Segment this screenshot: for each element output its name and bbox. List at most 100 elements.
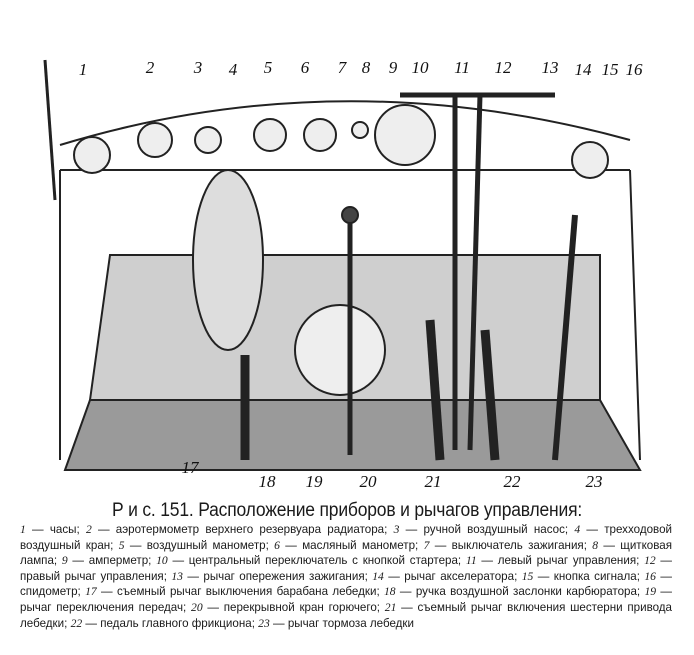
speedometer: [571, 141, 609, 179]
legend-item: 13 — рычаг опережения зажигания;: [171, 569, 368, 583]
figure-title: Р и с. 151. Расположение приборов и рыча…: [111, 500, 583, 521]
legend-number: 16: [644, 569, 656, 583]
legend-text: перекрывной кран горючего;: [223, 600, 381, 614]
callout-1: 1: [78, 60, 88, 79]
legend-text: педаль главного фрикциона;: [100, 616, 255, 630]
legend-text: рычаг переключения передач;: [20, 600, 187, 614]
legend-text: щитковая лампа;: [20, 538, 673, 568]
legend-item: 2 — аэротермометр верхнего резервуара ра…: [85, 523, 388, 536]
legend-number: 1: [20, 523, 26, 536]
legend-item: 9 — амперметр;: [61, 554, 152, 568]
legend-item: 23 — рычаг тормоза лебедки: [258, 616, 414, 630]
callout-6: 6: [300, 58, 310, 77]
legend-number: 6: [274, 538, 280, 552]
legend-number: 19: [644, 585, 657, 599]
callout-16: 16: [625, 60, 643, 79]
legend-text: масляный манометр;: [302, 538, 419, 552]
clock: [73, 136, 111, 174]
air-pump: [194, 126, 222, 154]
legend-number: 3: [393, 523, 400, 536]
legend-text: спидометр;: [20, 585, 81, 599]
legend-item: 5 — воздушный манометр;: [118, 538, 269, 552]
callout-2: 2: [145, 58, 155, 77]
callout-18: 18: [258, 472, 276, 491]
legend-item: 4 — трехходовой воздушный кран;: [20, 523, 672, 552]
legend-item: 21 — съемный рычаг включения шестерни пр…: [20, 600, 673, 630]
legend-item: 6 — масляный манометр;: [274, 538, 419, 552]
legend-item: 11 — левый рычаг управления;: [465, 554, 640, 568]
legend-text: рычаг акселератора;: [404, 569, 518, 583]
callout-19: 19: [305, 472, 323, 491]
figure-legend: 1 — часы; 2 — аэротермометр верхнего рез…: [20, 522, 672, 631]
legend-number: 13: [171, 569, 183, 583]
callout-15: 15: [601, 60, 619, 79]
legend-item: 12 — правый рычаг управления;: [20, 554, 672, 583]
callout-13: 13: [541, 58, 559, 77]
legend-number: 17: [85, 585, 97, 599]
aerothermometer: [137, 122, 173, 158]
legend-text: кнопка сигнала;: [553, 569, 640, 583]
callout-5: 5: [263, 58, 273, 77]
legend-text: ручка воздушной заслонки карбюратора;: [415, 585, 641, 599]
callout-11: 11: [454, 58, 470, 77]
legend-item: 1 — часы;: [20, 523, 80, 536]
legend-item: 17 — съемный рычаг выключения барабана л…: [85, 585, 380, 599]
callout-21: 21: [424, 472, 442, 491]
callout-22: 22: [503, 472, 521, 491]
legend-number: 15: [521, 569, 534, 583]
callout-20: 20: [359, 472, 377, 491]
legend-text: воздушный манометр;: [146, 538, 269, 552]
legend-number: 21: [384, 600, 397, 614]
callout-9: 9: [388, 58, 398, 77]
legend-number: 9: [61, 554, 68, 568]
ignition-switch: [351, 121, 369, 139]
legend-number: 7: [423, 538, 430, 552]
legend-text: съемный рычаг включения шестерни привода…: [20, 600, 673, 630]
legend-text: аэротермометр верхнего резервуара радиат…: [115, 523, 388, 536]
legend-text: ручной воздушный насос;: [423, 523, 569, 536]
legend-text: центральный переключатель с кнопкой стар…: [188, 554, 462, 568]
legend-number: 22: [70, 616, 83, 630]
legend-text: съемный рычаг выключения барабана лебедк…: [116, 585, 380, 599]
legend-number: 10: [156, 554, 168, 568]
legend-number: 2: [85, 523, 92, 536]
legend-item: 18 — ручка воздушной заслонки карбюратор…: [384, 585, 641, 599]
legend-item: 20 — перекрывной кран горючего;: [191, 600, 381, 614]
legend-item: 8 — щитковая лампа;: [20, 538, 673, 568]
callout-23: 23: [585, 472, 603, 491]
central-switch: [374, 104, 436, 166]
cab-drawing: [43, 59, 642, 471]
legend-text: выключатель зажигания;: [451, 538, 587, 552]
legend-number: 12: [644, 554, 656, 568]
legend-number: 8: [592, 538, 599, 552]
legend-number: 18: [384, 585, 396, 599]
legend-item: 7 — выключатель зажигания;: [423, 538, 587, 552]
callout-17: 17: [181, 458, 199, 477]
callout-4: 4: [228, 60, 238, 79]
cab-controls-illustration: 1 2 3 4 5 6 7 8 9 10 11 12 13 14 15 16 1…: [43, 58, 643, 491]
legend-item: 15 — кнопка сигнала;: [521, 569, 640, 583]
legend-number: 20: [191, 600, 203, 614]
air-manometer: [253, 118, 287, 152]
callout-10: 10: [411, 58, 429, 77]
legend-text: рычаг тормоза лебедки: [287, 616, 414, 630]
legend-number: 14: [372, 569, 384, 583]
callout-14: 14: [574, 60, 592, 79]
legend-item: 19 — рычаг переключения передач;: [20, 585, 672, 614]
legend-number: 23: [258, 616, 270, 630]
legend-number: 5: [118, 538, 125, 552]
legend-text: правый рычаг управления;: [20, 569, 167, 583]
oil-manometer: [303, 118, 337, 152]
legend-text: левый рычаг управления;: [497, 554, 640, 568]
legend-text: рычаг опережения зажигания;: [203, 569, 368, 583]
callout-12: 12: [494, 58, 512, 77]
dashboard-top: [59, 100, 631, 146]
legend-text: амперметр;: [88, 554, 152, 568]
legend-number: 4: [574, 523, 581, 536]
legend-item: 16 — спидометр;: [20, 569, 672, 599]
legend-item: 10 — центральный переключатель с кнопкой…: [156, 554, 462, 568]
legend-item: 14 — рычаг акселератора;: [372, 569, 518, 583]
legend-number: 11: [465, 554, 477, 568]
legend-item: 22 — педаль главного фрикциона;: [70, 616, 255, 630]
legend-text: трехходовой воздушный кран;: [20, 523, 672, 552]
